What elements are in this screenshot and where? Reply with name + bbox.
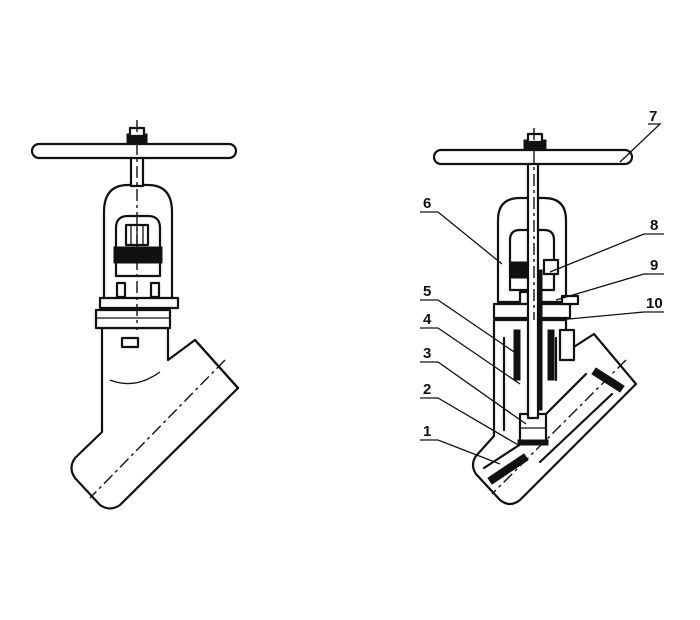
- exterior-handwheel: [30, 126, 238, 160]
- callout-2: 2: [423, 381, 431, 398]
- callout-8: 8: [650, 217, 658, 234]
- section-centerline-diagonal: [491, 359, 627, 495]
- exterior-view: [30, 120, 240, 510]
- section-stem: [526, 148, 543, 420]
- callout-labels: 7 6 8 9 10 5 4 3 2 1: [423, 108, 663, 440]
- exterior-yoke: [98, 183, 180, 310]
- section-handwheel: [432, 132, 634, 166]
- exterior-centerline-diagonal: [89, 359, 226, 499]
- exterior-body: [70, 308, 240, 510]
- callout-1: 1: [423, 423, 431, 440]
- callout-5: 5: [423, 283, 431, 300]
- callout-3: 3: [423, 345, 431, 362]
- section-body: [471, 318, 638, 506]
- callout-4: 4: [423, 311, 432, 328]
- callout-10: 10: [646, 295, 663, 312]
- callout-6: 6: [423, 195, 431, 212]
- callout-9: 9: [650, 257, 658, 274]
- leader-lines: [420, 123, 664, 465]
- callout-7: 7: [649, 108, 657, 125]
- sectional-view: 7 6 8 9 10 5 4 3 2 1: [420, 108, 664, 506]
